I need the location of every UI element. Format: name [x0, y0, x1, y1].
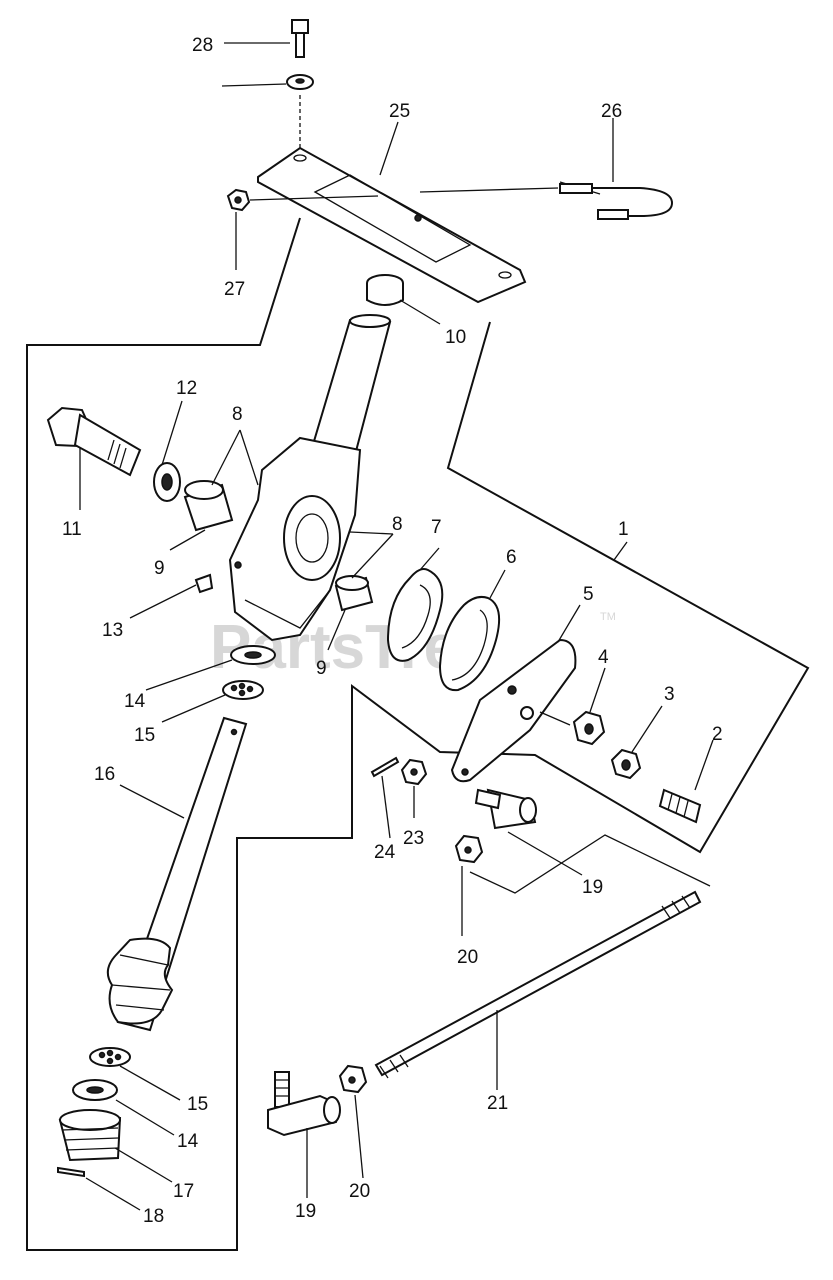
- tie-rod-end-upper: [474, 788, 537, 830]
- bolt: [291, 19, 309, 58]
- callout-6: 6: [506, 547, 517, 568]
- callout-15-lower: 15: [187, 1094, 208, 1115]
- thrust-washer-upper: [230, 645, 276, 665]
- callout-11: 11: [62, 519, 82, 540]
- arm-nut-3: [610, 748, 642, 780]
- callout-27: 28: [192, 35, 213, 56]
- jam-nut-upper: [454, 834, 484, 864]
- callout-8-right: 8: [392, 514, 403, 535]
- callout-21: 21: [487, 1093, 508, 1114]
- seal-ring-7: [386, 568, 444, 662]
- steering-shaft: [106, 716, 248, 1032]
- leader-lines: [79, 42, 714, 1211]
- pivot-bolt: [46, 406, 142, 477]
- callout-8-upper: 8: [232, 404, 243, 425]
- grommet: [366, 274, 404, 306]
- bearing-upper: [222, 680, 264, 700]
- steering-housing: [228, 314, 392, 642]
- callout-3: 3: [664, 684, 675, 705]
- callout-12: 12: [176, 378, 197, 399]
- lock-nut: [226, 188, 251, 212]
- callout-16: 16: [94, 764, 115, 785]
- cotter-pin-lower: [57, 1166, 85, 1178]
- pivot-washer: [153, 462, 181, 502]
- callout-19-upper: 19: [582, 877, 603, 898]
- tie-rod-end-lower: [267, 1071, 341, 1137]
- assembly-boundary: [26, 217, 810, 1251]
- callout-9-left: 9: [154, 558, 165, 579]
- callout-17: 17: [173, 1181, 194, 1202]
- callout-22: 23: [403, 828, 424, 849]
- castle-nut: [400, 758, 428, 786]
- cotter-pin-upper: [370, 756, 400, 778]
- callout-18: 18: [143, 1206, 164, 1227]
- callout-7: 7: [431, 517, 442, 538]
- nut-center-line: [249, 195, 379, 201]
- u-bolt: [559, 181, 674, 220]
- callout-2: 2: [712, 724, 723, 745]
- bushing-left: [183, 480, 234, 532]
- watermark-trademark: TM: [600, 611, 616, 623]
- callout-23: 24: [374, 842, 396, 863]
- callout-19-lower: 19: [295, 1201, 316, 1222]
- callout-20-upper: 20: [457, 947, 478, 968]
- seal-ring-6: [438, 595, 501, 692]
- callout-20-lower: 20: [349, 1181, 370, 1202]
- tie-rod-group-bracket: [469, 834, 711, 894]
- grease-fitting: [194, 573, 214, 594]
- callout-labels: 28 25 26 27 10 12 8 11 8 9 7 1 6 5 13 9 …: [62, 35, 723, 1227]
- callout-14-lower: 14: [177, 1131, 199, 1152]
- callout-26: 27: [224, 279, 245, 300]
- arm-center-line: [539, 711, 571, 726]
- callout-4: 4: [598, 647, 609, 668]
- jam-nut-lower: [338, 1064, 368, 1094]
- callout-24: 25: [389, 101, 410, 122]
- tie-rod: [374, 890, 702, 1079]
- thrust-washer-lower: [72, 1079, 118, 1101]
- callout-15-upper: 15: [134, 725, 155, 746]
- callout-1: 1: [618, 519, 629, 540]
- callout-10: 10: [445, 327, 466, 348]
- u-bolt-center-line: [419, 187, 559, 193]
- arm-nut-4: [572, 710, 606, 746]
- threaded-stud: [658, 788, 702, 824]
- washer: [286, 74, 314, 90]
- adjusting-nut: [58, 1109, 122, 1162]
- callout-25: 26: [601, 101, 622, 122]
- callout-5: 5: [583, 584, 594, 605]
- steering-arm-plate: [450, 638, 577, 783]
- bearing-lower: [89, 1047, 131, 1067]
- callout-14-upper: 14: [124, 691, 146, 712]
- callout-9-right: 9: [316, 658, 327, 679]
- bushing-right: [334, 575, 374, 612]
- callout-13: 13: [102, 620, 123, 641]
